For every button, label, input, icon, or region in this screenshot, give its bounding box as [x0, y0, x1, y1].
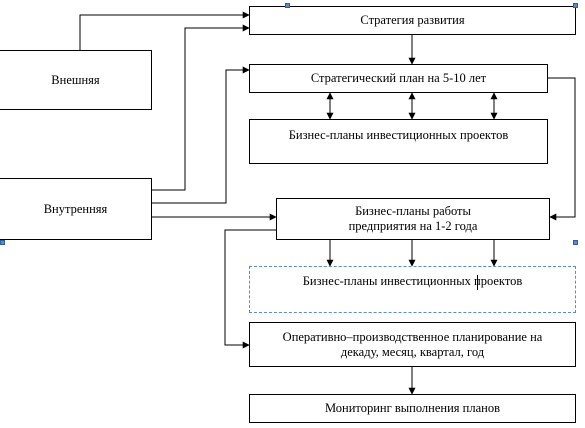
node-monitoring: Мониторинг выполнения планов	[249, 394, 576, 423]
node-operational-line1: Оперативно–производственное планирование…	[282, 329, 543, 344]
arrow-biz-work-to-operational	[224, 229, 276, 349]
node-strategy: Стратегия развития	[249, 6, 576, 35]
node-biz-invest-2-label: Бизнес-планы инвестиционных проектов	[302, 274, 523, 288]
node-biz-invest-1-label: Бизнес-планы инвестиционных проектов	[288, 128, 509, 142]
selection-handle-top[interactable]	[285, 3, 290, 8]
node-internal: Внутренняя	[0, 178, 152, 240]
text-cursor	[477, 275, 478, 290]
node-plan-5-10-label: Стратегический план на 5-10 лет	[310, 71, 487, 85]
node-operational-line2: декаду, месяц, квартал, год	[340, 344, 485, 359]
arrow-internal-to-strategy	[152, 24, 250, 191]
node-biz-work: Бизнес-планы работы предприятия на 1-2 г…	[276, 198, 550, 240]
node-strategy-label: Стратегия развития	[360, 13, 465, 27]
selection-handle-right[interactable]	[573, 240, 578, 245]
node-biz-work-line2: предприятия на 1-2 года	[348, 219, 478, 233]
node-biz-invest-2[interactable]: Бизнес-планы инвестиционных проектов	[249, 266, 576, 313]
arrow-external-to-strategy	[79, 11, 250, 50]
node-external: Внешняя	[0, 50, 152, 110]
node-operational: Оперативно–производственное планирование…	[249, 322, 576, 367]
node-monitoring-label: Мониторинг выполнения планов	[325, 401, 500, 415]
node-external-label: Внешняя	[51, 72, 100, 87]
selection-handle-top-right[interactable]	[573, 3, 578, 8]
selection-handle-left[interactable]	[0, 240, 5, 245]
node-plan-5-10: Стратегический план на 5-10 лет	[249, 64, 548, 93]
node-biz-invest-1: Бизнес-планы инвестиционных проектов	[249, 119, 548, 164]
node-biz-work-line1: Бизнес-планы работы	[355, 204, 471, 218]
arrow-internal-to-plan	[152, 66, 250, 204]
arrow-plan-to-biz-work	[548, 77, 576, 221]
node-internal-label: Внутренняя	[43, 201, 108, 216]
